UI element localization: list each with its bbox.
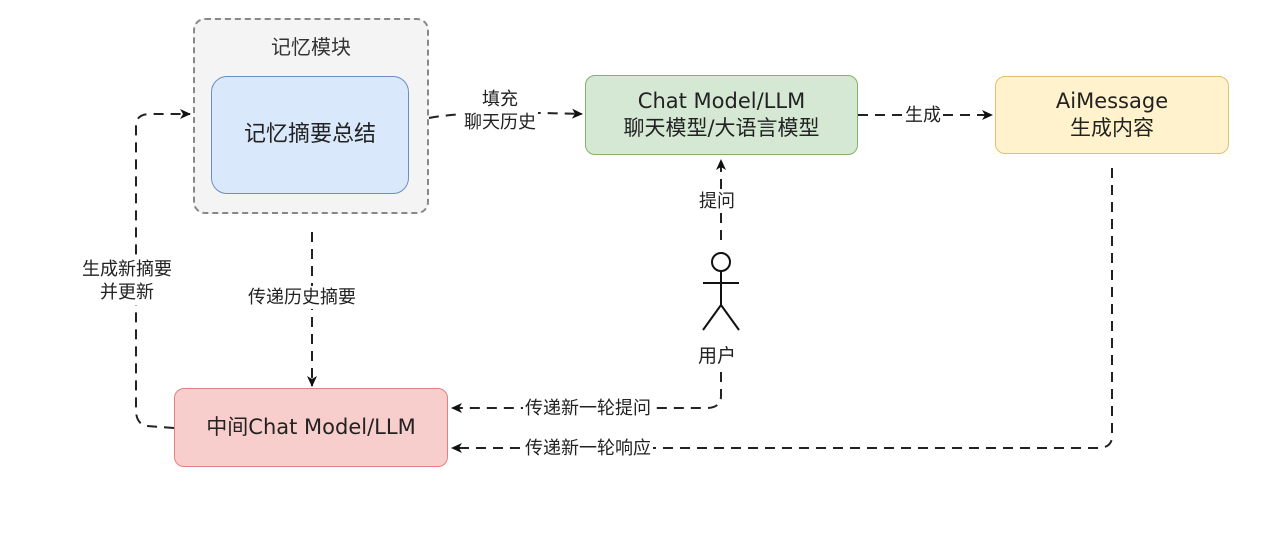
new-summary-line1: 生成新摘要 [82,259,172,280]
edge-label-fill-history: 填充 聊天历史 [462,88,538,135]
aimessage-label-line2: 生成内容 [1070,116,1154,140]
aimessage-label-line1: AiMessage [1055,88,1169,113]
new-summary-line2: 并更新 [100,282,154,304]
mid-llm-node: 中间Chat Model/LLM [174,388,448,467]
edge-label-pass-question: 传递新一轮提问 [523,397,653,421]
user-actor-icon [702,252,740,331]
edge-pass-response [451,168,1113,453]
llm-label-line1: Chat Model/LLM [637,88,806,113]
summary-node: 记忆摘要总结 [211,76,409,194]
edge-label-pass-response: 传递新一轮响应 [523,437,653,461]
llm-label-line2: 聊天模型/大语言模型 [623,116,820,140]
edge-label-new-summary: 生成新摘要 并更新 [80,258,174,305]
edge-label-generate: 生成 [903,104,943,128]
user-label: 用户 [696,344,739,369]
fill-label-line1: 填充 [482,89,518,110]
llm-node: Chat Model/LLM 聊天模型/大语言模型 [585,75,858,155]
edge-label-ask: 提问 [697,190,737,214]
edge-pass-question [451,372,722,413]
memory-module-title: 记忆模块 [271,35,351,59]
summary-label: 记忆摘要总结 [243,121,376,147]
edge-label-pass-history: 传递历史摘要 [246,286,358,310]
aimessage-node: AiMessage 生成内容 [995,76,1229,154]
fill-label-line2: 聊天历史 [464,112,536,134]
mid-llm-label: 中间Chat Model/LLM [206,414,416,439]
